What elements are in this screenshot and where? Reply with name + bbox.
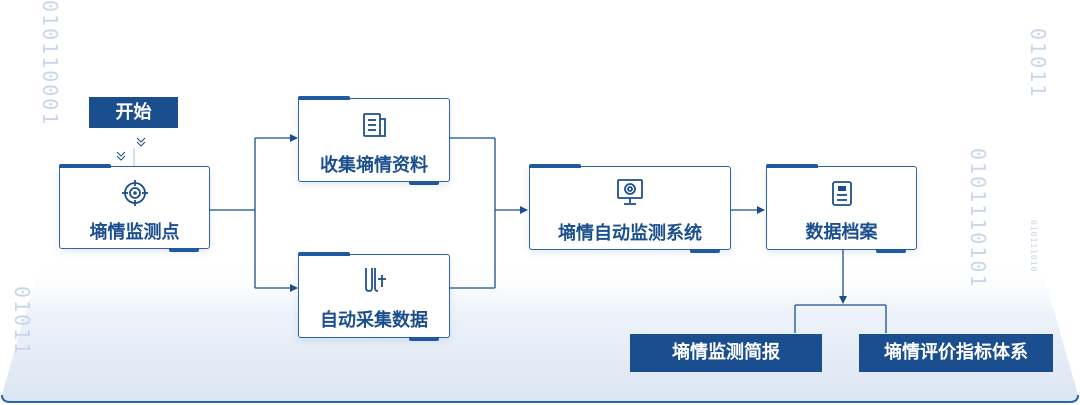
monitor-icon: [617, 179, 643, 205]
brief-report-node: 墒情监测简报: [630, 334, 822, 372]
node-label: 自动采集数据: [320, 310, 428, 331]
node-tab: [169, 248, 199, 252]
auto-system-node: 墒情自动监测系统: [529, 164, 731, 253]
start-node: 开始: [89, 97, 178, 128]
node-tab: [298, 252, 350, 256]
monitor-point-node: 墒情监测点: [59, 164, 210, 252]
archive-node: 数据档案: [766, 164, 917, 253]
auto-collect-node: 自动采集数据: [298, 252, 450, 341]
node-tab: [409, 337, 439, 341]
target-icon: [121, 180, 148, 206]
document-icon: [363, 113, 386, 137]
node-label: 数据档案: [805, 222, 878, 243]
sensor-icon: [365, 268, 386, 292]
collect-data-node: 收集墒情资料: [298, 96, 450, 185]
node-tab: [59, 164, 111, 168]
node-tab: [298, 96, 350, 100]
node-label: 墒情自动监测系统: [558, 223, 702, 244]
node-tab: [690, 249, 720, 253]
file-icon: [831, 181, 852, 206]
node-label: 墒情监测点: [89, 222, 180, 243]
node-tab: [409, 181, 439, 185]
node-tab: [766, 164, 818, 168]
node-tab: [876, 249, 906, 253]
node-label: 收集墒情资料: [320, 155, 428, 176]
evaluation-node: 墒情评价指标体系: [859, 334, 1053, 372]
node-tab: [529, 164, 581, 168]
